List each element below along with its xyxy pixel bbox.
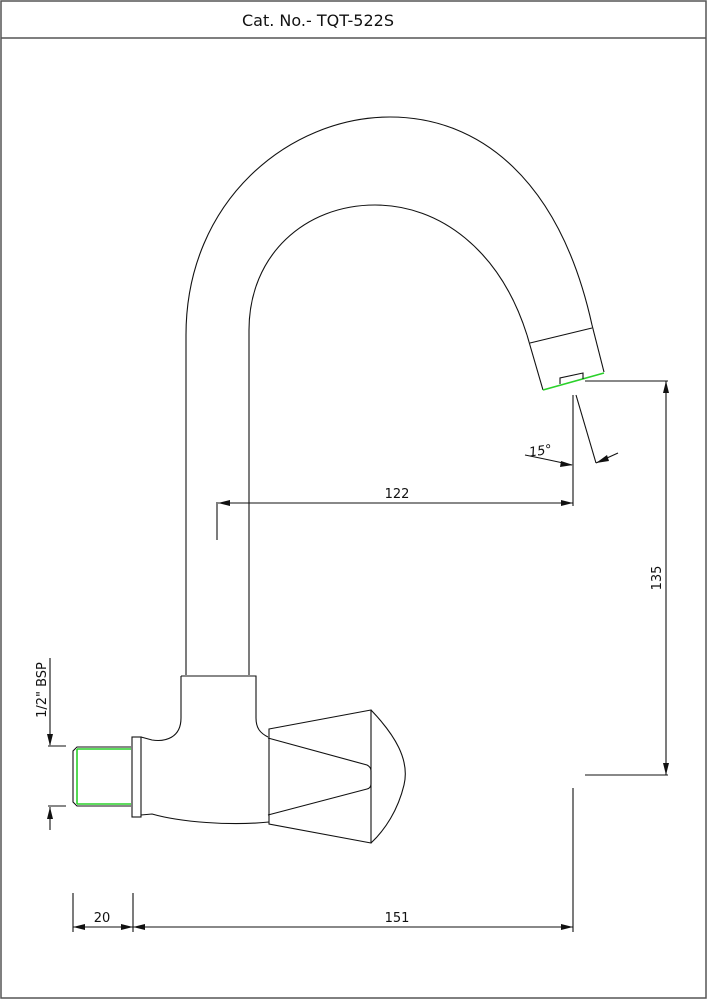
dimension-overall-length-value: 151 — [385, 911, 410, 926]
dimension-angle-value: 15° — [528, 443, 553, 461]
dimension-thread: 1/2" BSP — [35, 658, 66, 830]
inlet-thread — [72, 746, 131, 807]
aerator-nozzle — [526, 324, 605, 391]
valve-body — [131, 675, 270, 825]
dimension-height-value: 135 — [650, 566, 665, 591]
dimension-angle: 15° — [524, 394, 619, 467]
dimension-lengths: 20 151 — [72, 788, 574, 932]
dimension-thread-length-value: 20 — [94, 911, 111, 926]
dimension-reach: 122 — [216, 395, 574, 540]
catalog-number-title: Cat. No.- TQT-522S — [242, 11, 394, 30]
dimension-height: 135 — [585, 380, 669, 776]
handle[interactable] — [267, 709, 406, 844]
inlet-thread-label: 1/2" BSP — [35, 662, 50, 718]
dimension-reach-value: 122 — [385, 487, 410, 502]
spout — [185, 116, 593, 677]
